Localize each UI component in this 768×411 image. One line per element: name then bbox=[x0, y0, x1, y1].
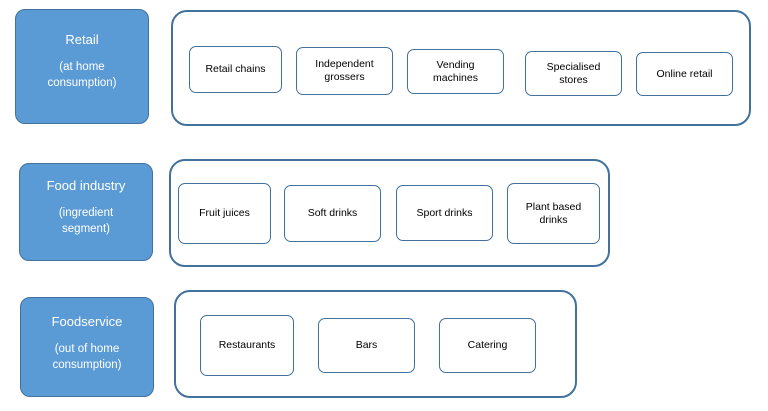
item-plant-based-drinks: Plant based drinks bbox=[507, 183, 600, 244]
item-vending-machines: Vending machines bbox=[407, 49, 504, 94]
category-food-industry: Food industry (ingredient segment) bbox=[19, 163, 153, 261]
item-catering: Catering bbox=[439, 318, 536, 373]
item-online-retail: Online retail bbox=[636, 52, 733, 96]
item-specialised-stores: Specialised stores bbox=[525, 51, 622, 96]
item-retail-chains: Retail chains bbox=[189, 46, 282, 93]
category-foodservice: Foodservice (out of home consumption) bbox=[20, 297, 154, 397]
category-subtitle: (out of home consumption) bbox=[52, 343, 122, 371]
category-subtitle: (at home consumption) bbox=[47, 61, 117, 89]
item-bars: Bars bbox=[318, 318, 415, 373]
category-title: Foodservice bbox=[51, 314, 123, 329]
item-soft-drinks: Soft drinks bbox=[284, 185, 381, 242]
item-restaurants: Restaurants bbox=[200, 315, 294, 376]
category-retail: Retail (at home consumption) bbox=[15, 9, 149, 124]
category-title: Food industry bbox=[46, 178, 126, 193]
item-sport-drinks: Sport drinks bbox=[396, 185, 493, 241]
item-fruit-juices: Fruit juices bbox=[178, 183, 271, 244]
item-independent-grossers: Independent grossers bbox=[296, 47, 393, 95]
category-subtitle: (ingredient segment) bbox=[58, 207, 114, 235]
category-title: Retail bbox=[65, 32, 99, 47]
